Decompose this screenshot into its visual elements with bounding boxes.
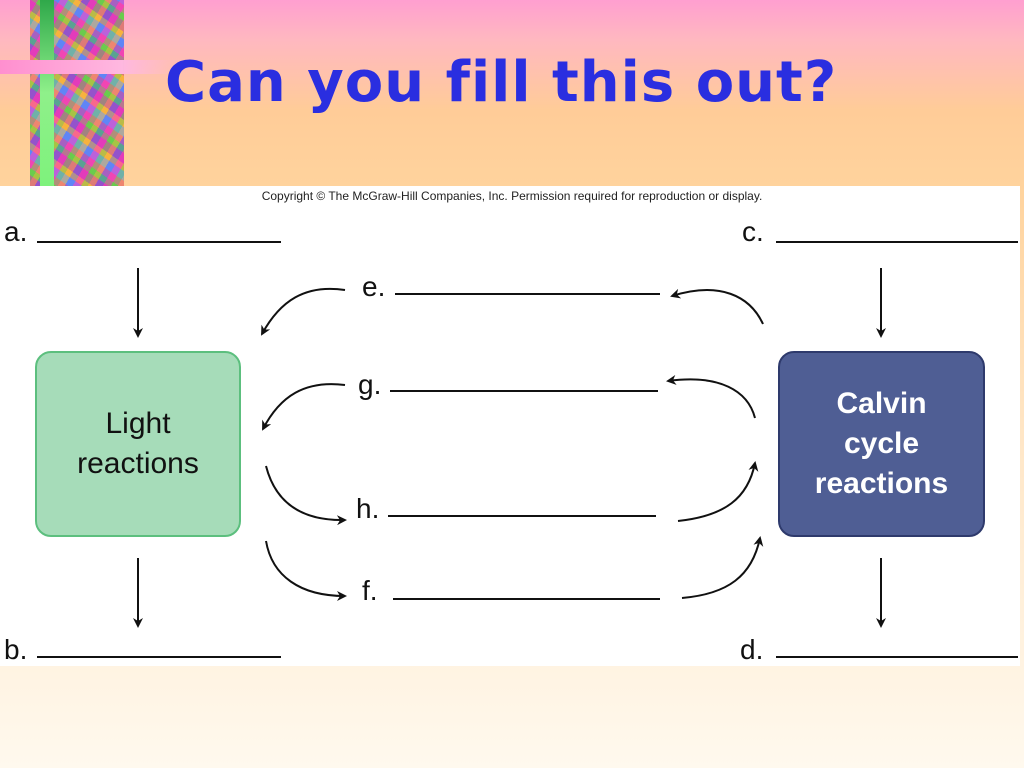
arrow-h-left xyxy=(265,465,347,526)
blank-label-c: c. xyxy=(742,216,764,247)
decorative-stripe-vertical xyxy=(40,0,54,186)
copyright-notice: Copyright © The McGraw-Hill Companies, I… xyxy=(261,189,763,203)
arrow-h-right xyxy=(677,461,759,522)
blank-label-b: b. xyxy=(4,634,28,665)
blank-line-a[interactable] xyxy=(37,241,281,243)
arrow-f-left xyxy=(265,540,347,601)
blank-label-g: g. xyxy=(358,369,382,400)
arrow-f-right xyxy=(681,536,764,599)
blank-label-d: d. xyxy=(740,634,764,665)
calvin-cycle-label: Calvin cycle reactions xyxy=(814,387,949,500)
light-reactions-label: Light reactions xyxy=(77,407,199,480)
blank-label-a: a. xyxy=(4,216,28,247)
diagram-arrows xyxy=(133,268,886,628)
arrow-g-right xyxy=(666,374,756,419)
photosynthesis-diagram: Copyright © The McGraw-Hill Companies, I… xyxy=(0,186,1020,666)
blank-label-h: h. xyxy=(356,493,380,524)
blank-line-d[interactable] xyxy=(776,656,1018,658)
light-reactions-box: Light reactions xyxy=(35,351,241,537)
calvin-cycle-box: Calvin cycle reactions xyxy=(778,351,985,537)
arrow-e-right xyxy=(670,288,764,325)
blank-label-e: e. xyxy=(362,271,386,302)
decorative-stripe-horizontal xyxy=(0,60,175,74)
arrow-g-left xyxy=(262,383,346,431)
blank-line-g[interactable] xyxy=(390,390,658,392)
blank-line-e[interactable] xyxy=(395,293,660,295)
arrow-e-left xyxy=(261,287,346,336)
blank-line-b[interactable] xyxy=(37,656,281,658)
blank-line-c[interactable] xyxy=(776,241,1018,243)
blank-line-h[interactable] xyxy=(388,515,656,517)
slide-title: Can you fill this out? xyxy=(165,50,838,115)
blank-line-f[interactable] xyxy=(393,598,660,600)
blank-label-f: f. xyxy=(362,575,378,606)
